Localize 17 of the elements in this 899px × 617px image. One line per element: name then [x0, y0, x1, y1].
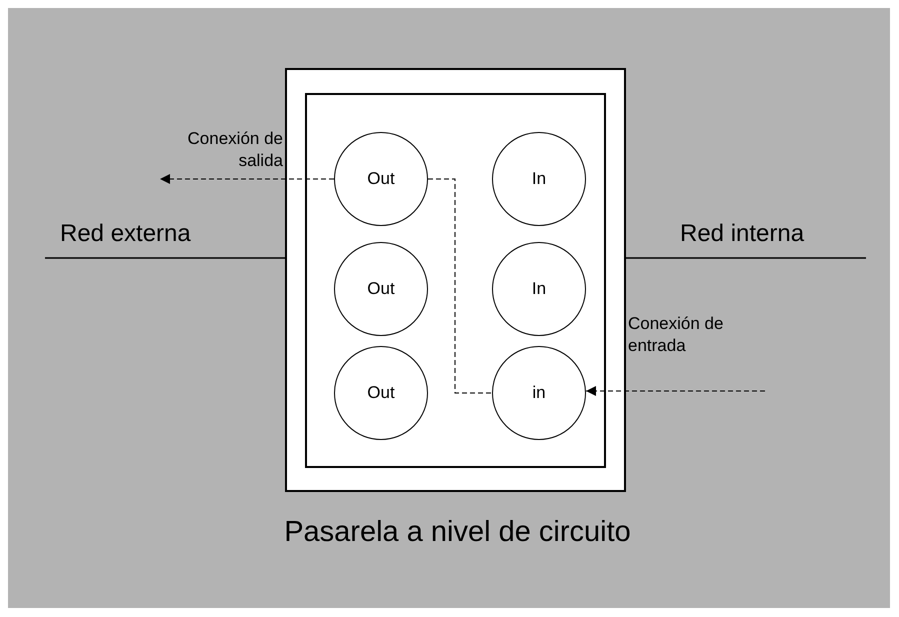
edge-label: Conexión de salida [186, 128, 283, 172]
network-line [626, 257, 866, 259]
port-label: in [532, 383, 546, 403]
network-line [428, 178, 492, 394]
network-line [45, 257, 285, 259]
edge-label: Conexión de entrada [628, 313, 724, 358]
network-label: Red externa [60, 219, 192, 249]
port-label: In [532, 279, 546, 299]
port-label: In [532, 169, 546, 189]
port-label: Out [367, 279, 395, 299]
port-label: Out [367, 169, 395, 189]
gateway-title: Pasarela a nivel de circuito [283, 516, 632, 549]
port-label: Out [367, 383, 395, 403]
dashed-arrow [586, 386, 766, 396]
dashed-arrow [160, 174, 334, 184]
network-label: Red interna [680, 219, 806, 249]
inner-box [305, 93, 606, 468]
